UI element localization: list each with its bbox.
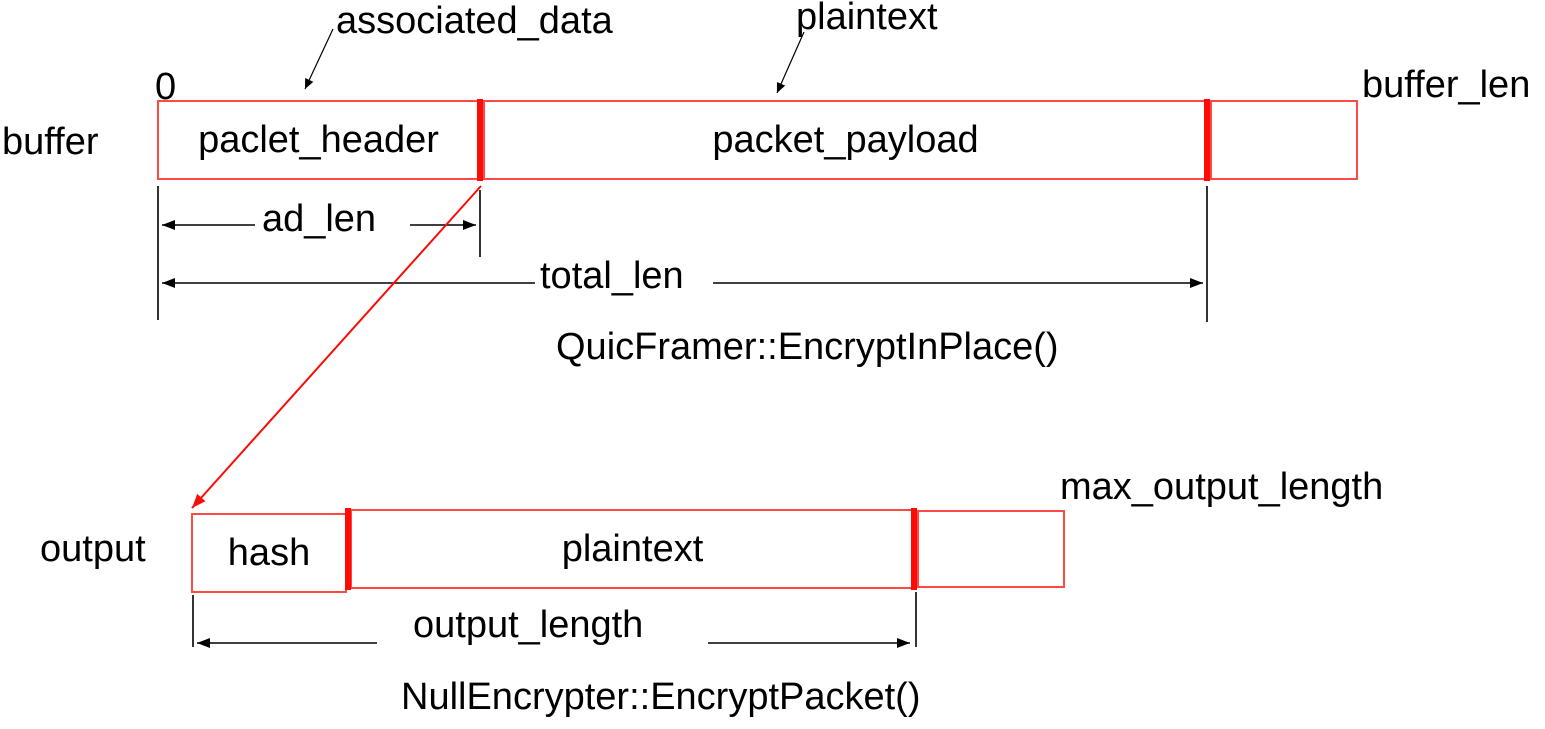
buffer-row-label: buffer	[2, 121, 99, 163]
callout-plaintext-label: plaintext	[796, 0, 938, 38]
segment-output-plaintext-label: plaintext	[561, 527, 704, 570]
boundary-plaintext-unused	[911, 508, 917, 590]
boundary-header-payload	[477, 99, 483, 181]
segment-output-unused	[917, 510, 1065, 588]
output-row-label: output	[40, 528, 146, 570]
boundary-hash-plaintext	[345, 508, 351, 590]
caption-encrypt-in-place: QuicFramer::EncryptInPlace()	[556, 326, 1059, 368]
segment-hash-label: hash	[227, 531, 311, 574]
segment-buffer-unused	[1210, 100, 1358, 180]
dim-total-len-label: total_len	[540, 255, 684, 297]
buffer-origin-label: 0	[155, 66, 177, 108]
max-output-length-label: max_output_length	[1060, 466, 1384, 508]
caption-encrypt-packet: NullEncrypter::EncryptPacket()	[401, 676, 921, 718]
callout-plaintext-arrow	[776, 31, 805, 94]
dim-output-length-label: output_length	[413, 604, 644, 646]
buffer-len-label: buffer_len	[1362, 64, 1531, 106]
segment-hash: hash	[191, 513, 347, 593]
segment-output-plaintext: plaintext	[350, 509, 915, 589]
boundary-payload-unused	[1204, 99, 1210, 181]
callout-associated-data-arrow	[304, 28, 334, 90]
segment-packet-header-label: paclet_header	[198, 118, 439, 161]
segment-packet-header: paclet_header	[157, 100, 480, 180]
segment-packet-payload: packet_payload	[483, 100, 1208, 180]
callout-associated-data-label: associated_data	[336, 0, 613, 42]
dim-ad-len-label: ad_len	[261, 198, 377, 240]
segment-packet-payload-label: packet_payload	[712, 118, 979, 161]
